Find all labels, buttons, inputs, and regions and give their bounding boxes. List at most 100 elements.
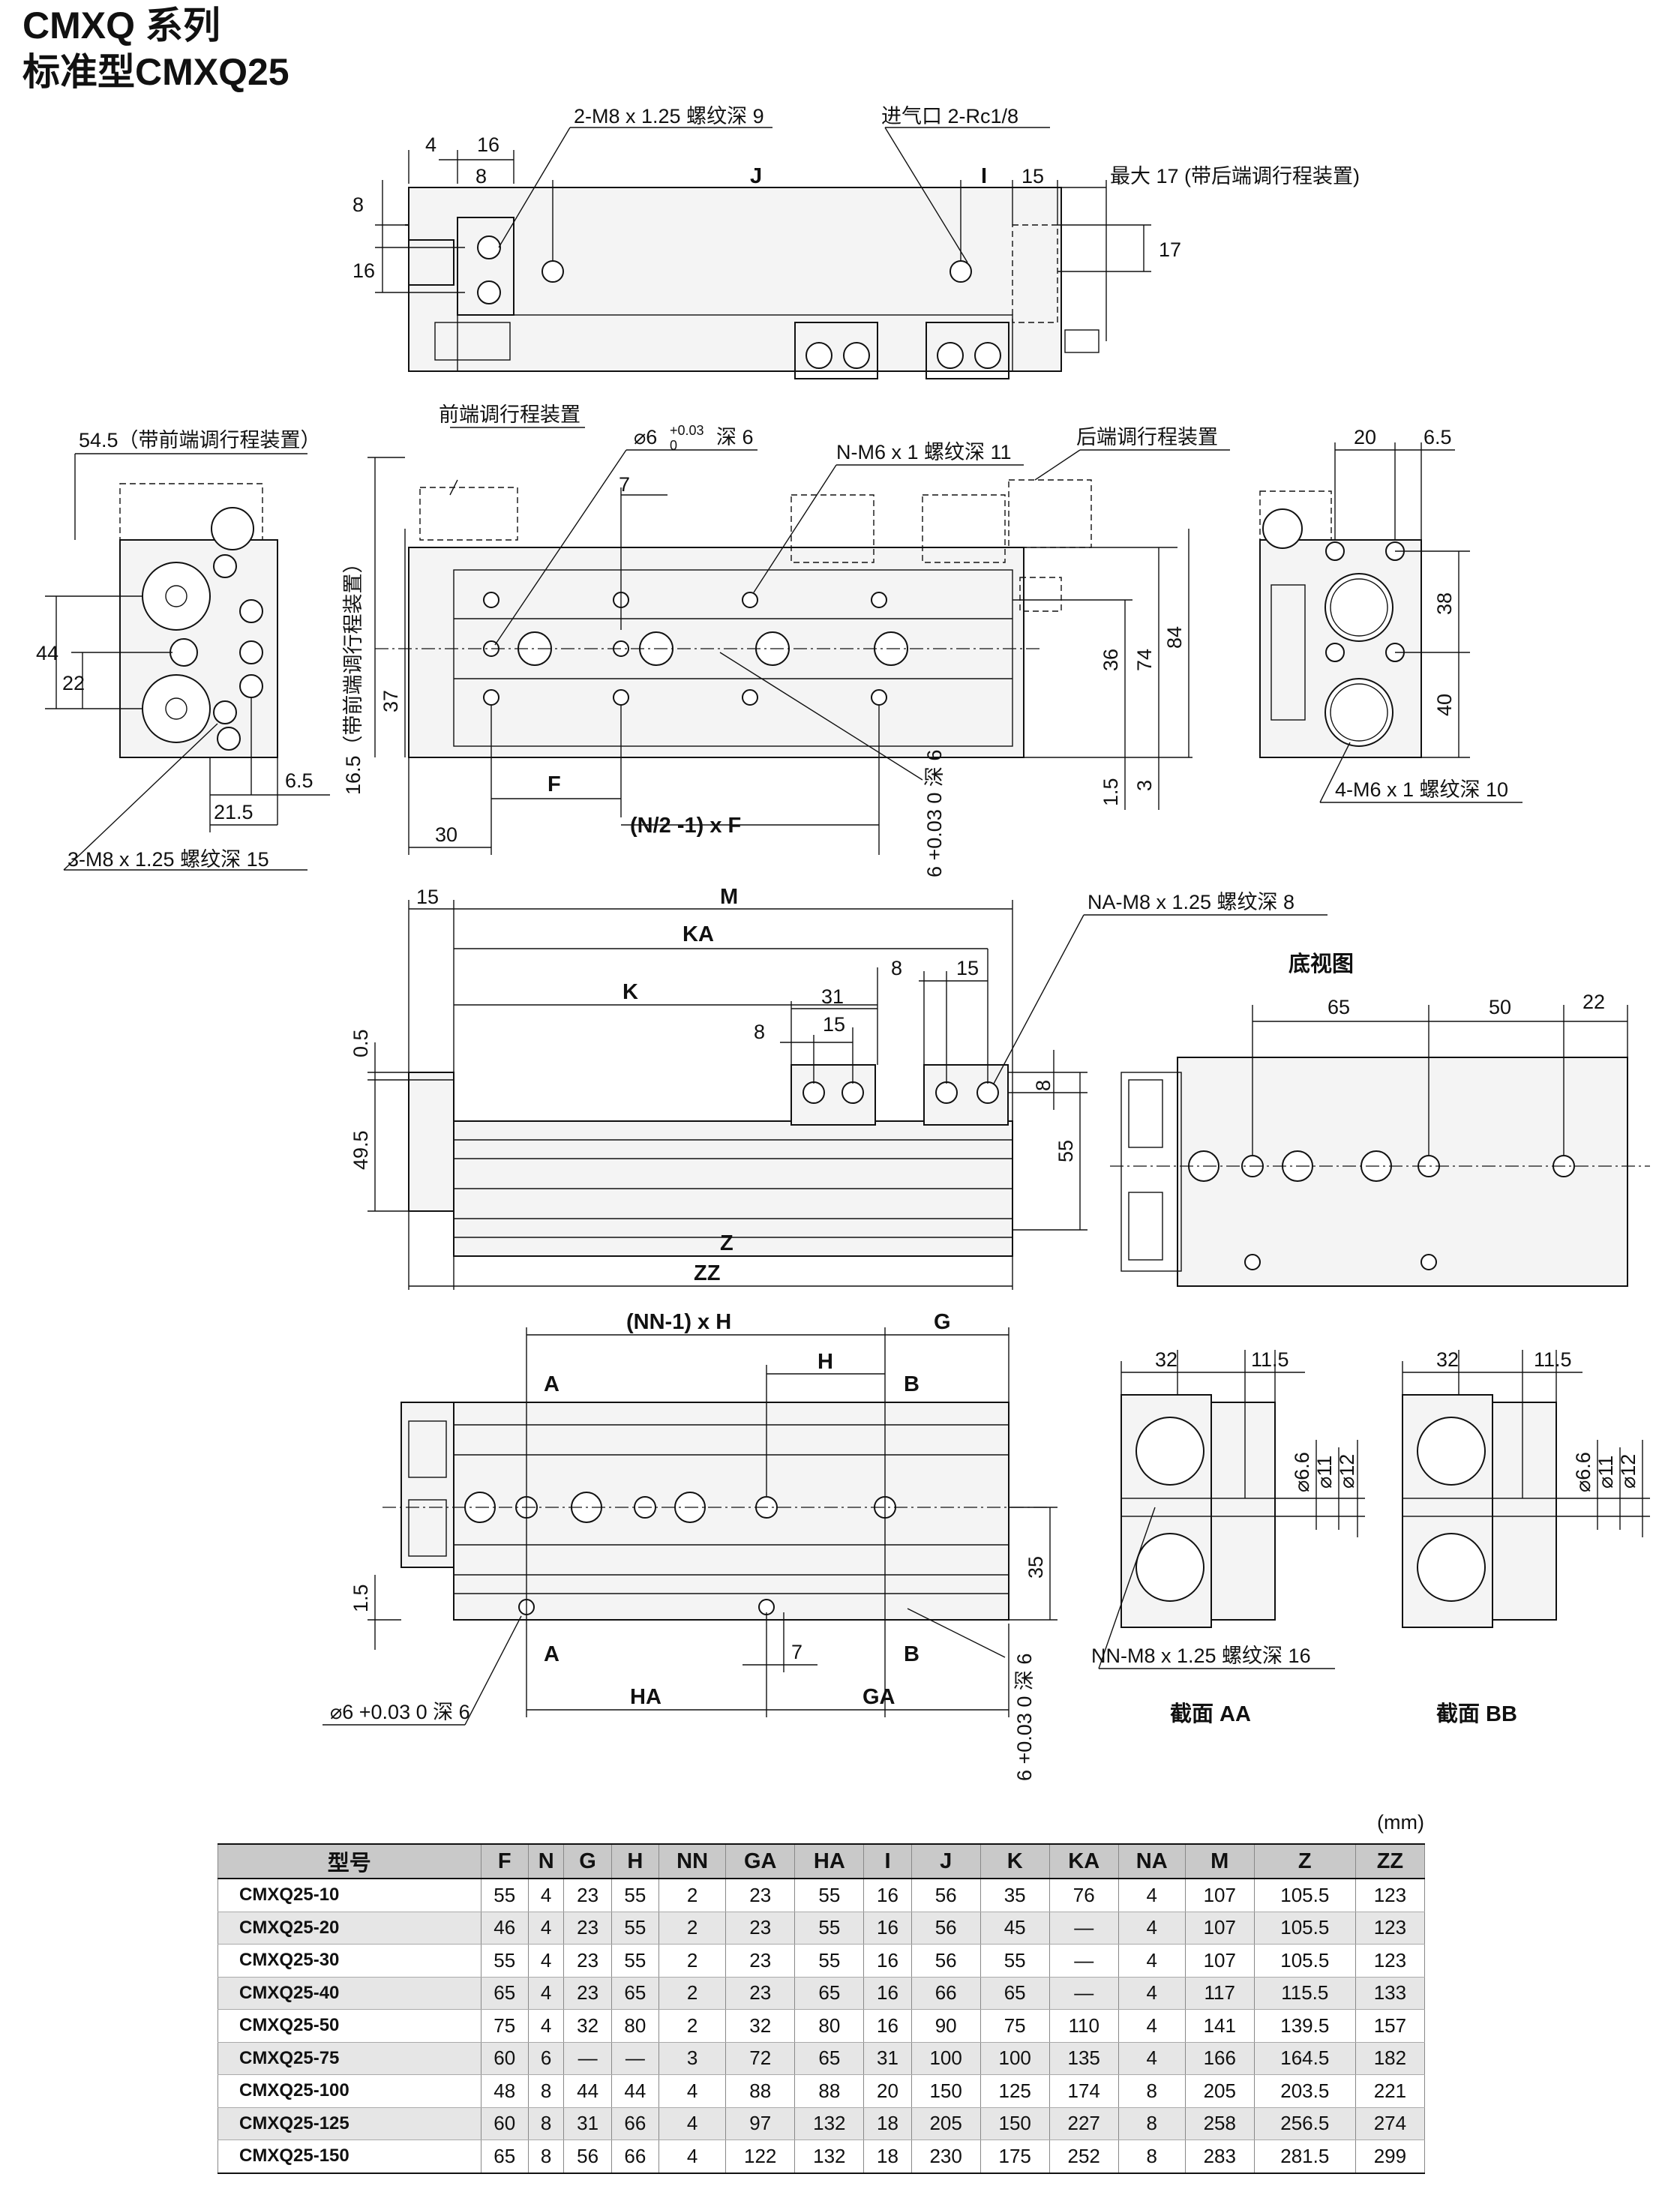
- table-cell: 221: [1354, 2074, 1426, 2108]
- dim-50: 50: [1489, 996, 1511, 1018]
- table-cell: 48: [480, 2074, 529, 2108]
- table-cell: 80: [794, 2009, 865, 2043]
- table-cell: 55: [794, 1879, 865, 1912]
- table-cell: 123: [1354, 1944, 1426, 1978]
- table-cell: 23: [725, 1912, 796, 1945]
- dim-20: 20: [1354, 426, 1376, 448]
- dim-8b-mid: 8: [754, 1021, 765, 1043]
- table-cell: 105.5: [1253, 1879, 1356, 1912]
- table-cell: 4: [658, 2140, 727, 2174]
- table-cell: 139.5: [1253, 2009, 1356, 2043]
- table-cell: 132: [794, 2107, 865, 2140]
- table-cell: 122: [725, 2140, 796, 2174]
- table-cell: 8: [527, 2074, 565, 2108]
- table-cell: 125: [980, 2074, 1050, 2108]
- table-cell: 31: [563, 2107, 612, 2140]
- dim-d6.6-bb: ⌀6.6: [1572, 1452, 1594, 1492]
- table-cell: 110: [1048, 2009, 1119, 2043]
- table-cell: 258: [1184, 2107, 1255, 2140]
- table-cell: 283: [1184, 2140, 1255, 2174]
- table-cell: 8: [527, 2107, 565, 2140]
- table-cell: 115.5: [1253, 1977, 1356, 2010]
- front-pin-depth: 深 6: [716, 426, 754, 448]
- table-cell: 105.5: [1253, 1944, 1356, 1978]
- dim-37: 37: [380, 690, 402, 712]
- top-max-note: 最大 17 (带后端调行程装置): [1110, 165, 1360, 187]
- table-cell: 32: [563, 2009, 612, 2043]
- dim-0.5: 0.5: [350, 1029, 372, 1057]
- dim-3: 3: [1133, 780, 1156, 791]
- table-cell: 107: [1184, 1944, 1255, 1978]
- table-cell: 117: [1184, 1977, 1255, 2010]
- table-cell: 157: [1354, 2009, 1426, 2043]
- table-cell: 107: [1184, 1879, 1255, 1912]
- dim-6.5-left: 6.5: [285, 769, 314, 792]
- table-cell: 4: [527, 1944, 565, 1978]
- table-cell: 55: [610, 1912, 660, 1945]
- table-cell: 18: [863, 2140, 912, 2174]
- table-cell: 164.5: [1253, 2042, 1356, 2075]
- table-header-cell: K: [980, 1843, 1050, 1879]
- dim-v8: 8: [352, 193, 364, 216]
- section-aa-label: 截面 AA: [1170, 1702, 1251, 1726]
- table-cell: 16: [863, 1944, 912, 1978]
- dim-32-aa: 32: [1155, 1348, 1178, 1371]
- dim-NNH: (NN-1) x H: [626, 1310, 731, 1334]
- table-cell-model: CMXQ25-50: [218, 2009, 482, 2043]
- table-cell-model: CMXQ25-20: [218, 1912, 482, 1945]
- table-header-cell: ZZ: [1354, 1843, 1426, 1879]
- table-cell: 2: [658, 1977, 727, 2010]
- table-header-cell: G: [563, 1843, 612, 1879]
- table-cell: 55: [480, 1879, 529, 1912]
- table-cell: 16: [863, 1912, 912, 1945]
- table-cell: 4: [1118, 2042, 1186, 2075]
- table-cell: 105.5: [1253, 1912, 1356, 1945]
- table-cell: 97: [725, 2107, 796, 2140]
- table-cell: 65: [480, 1977, 529, 2010]
- table-cell: 60: [480, 2107, 529, 2140]
- dim-d12-aa: ⌀12: [1336, 1454, 1358, 1489]
- table-cell: 23: [725, 1879, 796, 1912]
- table-cell: 65: [480, 2140, 529, 2174]
- dim-21.5: 21.5: [214, 801, 254, 823]
- rear-adj-callout: 后端调行程装置: [1076, 426, 1218, 448]
- dim-15c-mid: 15: [823, 1013, 845, 1036]
- front-pin-side: 6 +0.03 0 深 6: [923, 750, 946, 877]
- table-header-cell: KA: [1048, 1843, 1119, 1879]
- table-cell: 3: [658, 2042, 727, 2075]
- table-cell: 65: [610, 1977, 660, 2010]
- table-cell: 35: [980, 1879, 1050, 1912]
- bottom-view-title: 底视图: [1288, 952, 1354, 976]
- table-cell: 8: [1118, 2074, 1186, 2108]
- table-cell: 8: [527, 2140, 565, 2174]
- table-cell-model: CMXQ25-40: [218, 1977, 482, 2010]
- table-cell: 88: [794, 2074, 865, 2108]
- table-cell: 75: [480, 2009, 529, 2043]
- dim-30: 30: [435, 823, 458, 846]
- table-cell: 55: [610, 1879, 660, 1912]
- top-port-callout: 进气口 2-Rc1/8: [881, 105, 1018, 127]
- table-cell: 56: [563, 2140, 612, 2174]
- table-cell: 75: [980, 2009, 1050, 2043]
- table-header-cell: F: [480, 1843, 529, 1879]
- table-cell: 16: [863, 1977, 912, 2010]
- table-cell: 31: [863, 2042, 912, 2075]
- bottom-view: 底视图 65 50 22: [1110, 952, 1650, 1287]
- dim-NF: (N/2 -1) x F: [630, 814, 741, 838]
- table-header-cell: 型号: [218, 1843, 482, 1879]
- table-header-cell: I: [863, 1843, 912, 1879]
- table-cell: 4: [658, 2074, 727, 2108]
- dim-1.5-front: 1.5: [1100, 778, 1122, 806]
- table-cell: 252: [1048, 2140, 1119, 2174]
- table-header-cell: J: [910, 1843, 981, 1879]
- dim-15-mid: 15: [416, 886, 439, 908]
- left-tap-callout: 3-M8 x 1.25 螺纹深 15: [68, 848, 269, 871]
- table-cell-model: CMXQ25-150: [218, 2140, 482, 2174]
- table-cell: 205: [910, 2107, 981, 2140]
- section-bb: 32 11.5 ⌀6.6 ⌀11 ⌀12 截面 BB: [1402, 1348, 1650, 1726]
- table-cell: 4: [527, 1879, 565, 1912]
- table-cell: 44: [563, 2074, 612, 2108]
